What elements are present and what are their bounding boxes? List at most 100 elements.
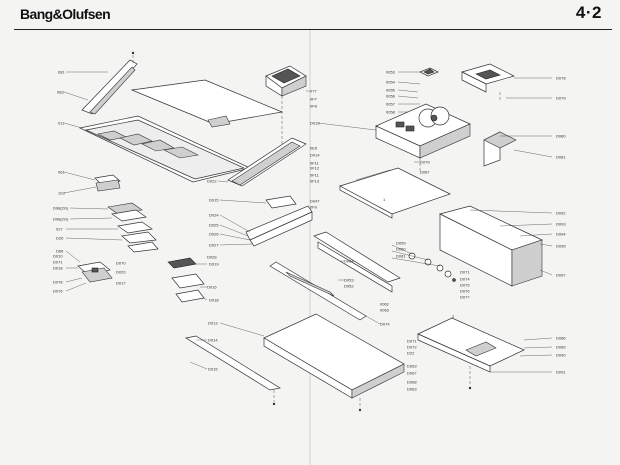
light-guide-part (217, 137, 307, 187)
callout-label: D22 (407, 351, 415, 356)
callout-label: D081 (556, 155, 566, 160)
switch-assembly-part (65, 250, 113, 292)
callout-label: D078 (556, 76, 566, 81)
callout-label: D052 (344, 284, 354, 289)
callout-label: D076 (53, 289, 63, 294)
callout-label: D98(2G) (53, 206, 69, 211)
callout-label: D013 (208, 321, 218, 326)
callout-label: D080 (556, 134, 566, 139)
callout-label: D094 (556, 232, 566, 237)
bracket-part (219, 195, 313, 247)
callout-label: D028 (207, 255, 217, 260)
callouts-center: D022D015D024D025D026D027D028D019D016D018… (207, 179, 219, 372)
part-marker: 2 (452, 314, 455, 319)
side-rail-part (313, 231, 401, 293)
callout-label: 0054 (386, 80, 396, 85)
callout-label: D077 (460, 295, 470, 300)
callout-label: D059 (396, 241, 406, 246)
callout-label: 077 (310, 89, 317, 94)
callout-label: D071 (407, 339, 417, 344)
small-components (391, 244, 456, 282)
main-pcb-part: 1 (339, 167, 451, 219)
callout-label: D074 (460, 277, 470, 282)
callout-label: 0F13 (310, 179, 320, 184)
callout-label: D075 (460, 283, 470, 288)
callout-label: 0F11 (310, 161, 320, 166)
bottom-rail-part (185, 335, 281, 406)
callout-label: D064 (344, 259, 354, 264)
brand-logo: Bang&Olufsen (20, 6, 111, 22)
callout-label: D090 (556, 353, 566, 358)
callout-label: D061 (396, 254, 406, 259)
clip-part (397, 67, 439, 113)
callouts-middle: 0770F70F8D0190E5D0140F110F120F110F13D047… (310, 89, 390, 327)
callout-label: 0055 (386, 88, 396, 93)
callout-label: D067 (407, 371, 417, 376)
callout-label: D014 (310, 153, 320, 158)
callout-label: D019 (209, 262, 219, 267)
sub-board-part (461, 63, 552, 102)
callout-label: 0062 (380, 302, 390, 307)
callout-label: 0E5 (310, 146, 318, 151)
callout-label: D016 (207, 285, 217, 290)
header-rule (14, 29, 612, 30)
front-strip-part (63, 51, 138, 115)
callout-label: D071 (53, 260, 63, 265)
rear-chassis-part (439, 205, 553, 287)
callout-label: D047 (310, 199, 320, 204)
callout-label: D093 (556, 222, 566, 227)
callout-label: D091 (556, 370, 566, 375)
page-number: 4·2 (575, 3, 602, 22)
callout-label: D26 (56, 236, 64, 241)
callout-label: D079 (556, 96, 566, 101)
angle-bracket-part (483, 131, 553, 167)
lower-pcb-part: 2 (417, 314, 553, 390)
callout-label: D026 (209, 232, 219, 237)
page-fold (309, 30, 311, 465)
callout-label: D015 (208, 367, 218, 372)
small-pcb-part (167, 257, 208, 303)
callout-label: D014 (208, 338, 218, 343)
callout-label: 0058 (386, 110, 396, 115)
callout-label: D024 (209, 213, 219, 218)
callout-label: D089 (556, 345, 566, 350)
callout-label: D078 (53, 280, 63, 285)
callout-label: D068 (407, 380, 417, 385)
callout-label: D074 (380, 322, 390, 327)
callout-label: 0056 (386, 94, 396, 99)
callout-label: 083 (57, 90, 64, 95)
callout-label: D071 (460, 270, 470, 275)
callout-label: D060 (396, 247, 406, 252)
callout-label: D025 (209, 223, 219, 228)
callout-label: 061 (58, 170, 65, 175)
callout-label: 081 (58, 70, 65, 75)
callout-label: 0F12 (310, 166, 320, 171)
callout-label: 103 (58, 191, 65, 196)
callout-label: D020 (116, 270, 126, 275)
callout-label: D66 (56, 249, 64, 254)
callout-label: D053 (344, 278, 354, 283)
callout-label: D095 (556, 244, 566, 249)
callout-label: D98(2G) (53, 217, 69, 222)
button-cluster-part (63, 171, 121, 194)
callouts-left: 081083011061103D98(2G)D98(2G)027D26D66D0… (53, 70, 126, 294)
callout-label: D086 (556, 336, 566, 341)
callout-label: D018 (53, 266, 63, 271)
front-panel-part (63, 115, 252, 183)
drive-mechanism-part (317, 103, 471, 172)
callout-label: 027 (56, 227, 63, 232)
callout-label: 0F9 (310, 205, 318, 210)
callout-label: D079 (420, 160, 430, 165)
callout-label: D070 (116, 261, 126, 266)
callout-label: D018 (209, 298, 219, 303)
callout-label: D015 (209, 198, 219, 203)
callouts-right: 005300540055005600570058D078D079D080D081… (380, 70, 566, 392)
top-module-part (265, 65, 310, 150)
callout-label: D076 (460, 289, 470, 294)
callout-label: 0F11 (310, 173, 320, 178)
callout-label: 0F8 (310, 104, 318, 109)
callout-label: D097 (556, 273, 566, 278)
callout-label: D022 (207, 179, 217, 184)
